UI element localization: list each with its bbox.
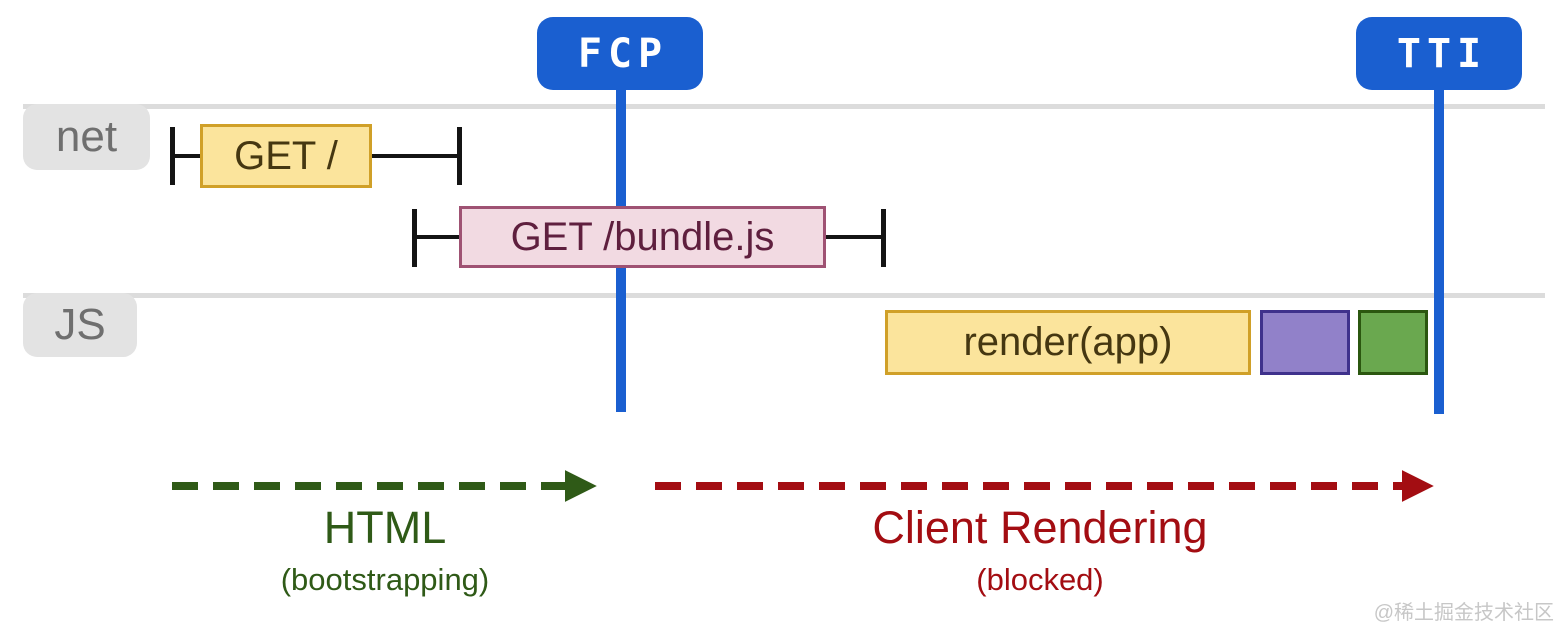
js-lane-line xyxy=(23,293,1545,298)
phase-caption-html: HTML (bootstrapping) xyxy=(185,502,585,598)
get-bundle-span-start-cap xyxy=(412,209,417,267)
phase-caption-client-rendering: Client Rendering (blocked) xyxy=(790,502,1290,598)
net-lane-line xyxy=(23,104,1545,109)
get-root-request-box: GET / xyxy=(200,124,372,188)
get-root-span-end-cap xyxy=(457,127,462,185)
tti-marker-line xyxy=(1434,86,1444,414)
lane-label-net: net xyxy=(23,104,150,170)
watermark-text: @稀土掘金技术社区 xyxy=(1373,602,1554,624)
green-task-box xyxy=(1358,310,1428,375)
lane-label-js: JS xyxy=(23,293,137,357)
phase-client-rendering-title: Client Rendering xyxy=(872,502,1208,553)
get-bundle-request-box: GET /bundle.js xyxy=(459,206,826,268)
get-bundle-span-end-cap xyxy=(881,209,886,267)
phase-client-rendering-subtitle: (blocked) xyxy=(976,562,1104,597)
phase-html-subtitle: (bootstrapping) xyxy=(280,562,490,597)
get-root-span-start-cap xyxy=(170,127,175,185)
phase-html-title: HTML xyxy=(323,502,447,553)
purple-task-box xyxy=(1260,310,1350,375)
fcp-badge: FCP xyxy=(537,17,703,90)
render-app-task-box: render(app) xyxy=(885,310,1251,375)
tti-badge: TTI xyxy=(1356,17,1522,90)
